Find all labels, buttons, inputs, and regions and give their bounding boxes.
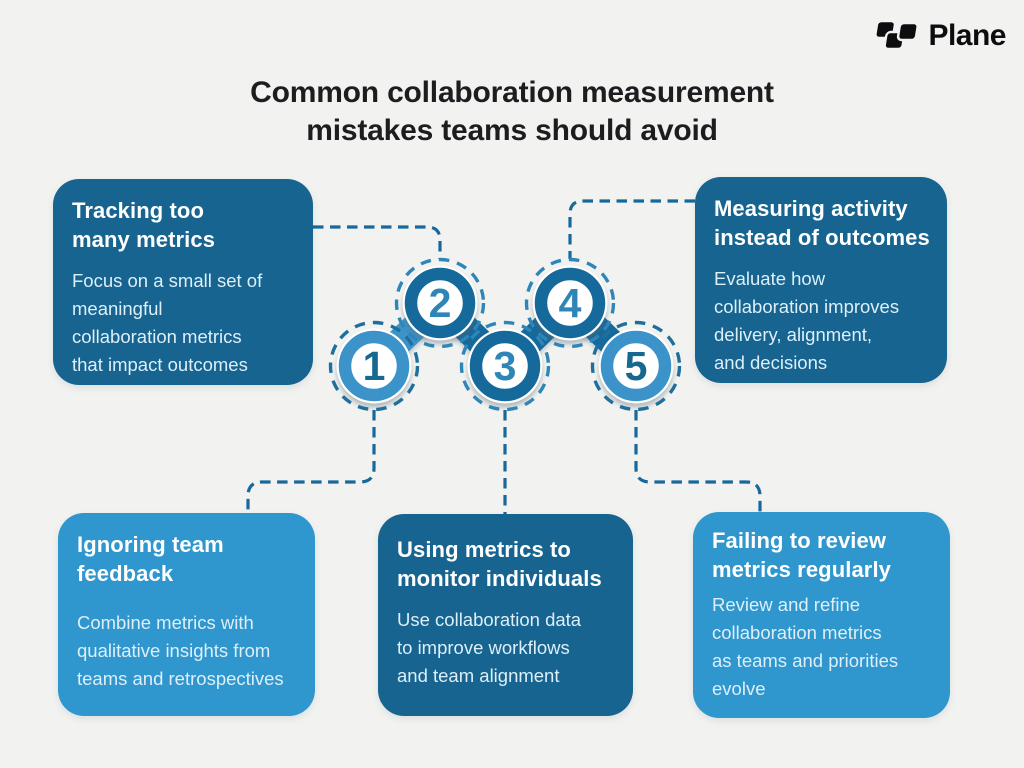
card-body-line: Use collaboration data: [397, 609, 582, 630]
card-heading: Ignoring team feedback: [77, 530, 296, 588]
card-body: Focus on a small set of meaningful colla…: [72, 267, 294, 379]
chain-step-1: 1: [328, 320, 420, 412]
step-5-dashed-ring: [590, 320, 682, 412]
card-body-line: and decisions: [714, 352, 828, 373]
card-ignoring-team-feedback: Ignoring team feedback Combine metrics w…: [58, 513, 315, 716]
plane-logo-text: Plane: [928, 19, 1006, 52]
card-heading-line: Measuring activity: [714, 196, 908, 221]
card-heading: Failing to review metrics regularly: [712, 526, 931, 584]
plane-logo: Plane: [873, 18, 1006, 54]
card-tracking-too-many-metrics: Tracking too many metrics Focus on a sma…: [53, 179, 313, 385]
card-body-line: that impact outcomes: [72, 354, 248, 375]
card-body-line: as teams and priorities: [712, 650, 899, 671]
logo-tile-3: [897, 21, 920, 42]
connector-step1-card3: [246, 410, 376, 513]
step-1-ring: [338, 330, 410, 402]
card-heading-line: Ignoring team: [77, 532, 224, 557]
card-heading: Tracking too many metrics: [72, 196, 294, 254]
chain-step-2: 2: [394, 257, 486, 349]
card-heading-line: Using metrics to: [397, 537, 571, 562]
step-2-number: 2: [429, 280, 452, 326]
card-body-line: collaboration metrics: [712, 622, 882, 643]
connector-card1-step2: [313, 225, 442, 259]
step-3-ring: [469, 330, 541, 402]
step-1-dashed-ring: [328, 320, 420, 412]
card-body-line: to improve workflows: [397, 637, 570, 658]
card-body-line: Focus on a small set of: [72, 270, 263, 291]
card-body: Use collaboration data to improve workfl…: [397, 606, 614, 690]
chain-step-5: 5: [590, 320, 682, 412]
step-4-number: 4: [559, 280, 582, 326]
plane-logo-icon: [874, 19, 920, 51]
card-body: Evaluate how collaboration improves deli…: [714, 265, 928, 377]
step-2-dashed-ring: [394, 257, 486, 349]
page-title-line-2: mistakes teams should avoid: [306, 114, 718, 147]
step-3-dashed-ring: [459, 320, 551, 412]
card-body-line: evolve: [712, 678, 766, 699]
card-heading: Measuring activity instead of outcomes: [714, 194, 930, 252]
step-5-ring: [600, 330, 672, 402]
card-body: Review and refine collaboration metrics …: [712, 591, 931, 703]
step-4-ring: [534, 267, 606, 339]
card-heading-line: instead of outcomes: [714, 225, 930, 250]
step-1-number: 1: [363, 343, 386, 389]
connector-card2-step4: [568, 199, 695, 259]
card-body-line: qualitative insights from: [77, 640, 271, 661]
card-heading-line: monitor individuals: [397, 566, 602, 591]
card-heading-line: many metrics: [72, 227, 216, 252]
card-using-metrics-to-monitor-individuals: Using metrics to monitor individuals Use…: [378, 514, 633, 716]
card-measuring-activity-instead-of-outcomes: Measuring activity instead of outcomes E…: [695, 177, 947, 383]
card-body-line: teams and retrospectives: [77, 668, 284, 689]
page-title-line-1: Common collaboration measurement: [250, 76, 774, 109]
page-title: Common collaboration measurement mistake…: [0, 74, 1024, 150]
card-body-line: Review and refine: [712, 594, 861, 615]
connector-step5-card5: [634, 410, 762, 512]
step-2-ring: [404, 267, 476, 339]
card-failing-to-review-metrics-regularly: Failing to review metrics regularly Revi…: [693, 512, 950, 718]
card-heading-line: metrics regularly: [712, 557, 892, 582]
card-heading-line: Tracking too: [72, 198, 204, 223]
card-heading: Using metrics to monitor individuals: [397, 535, 614, 593]
card-body-line: collaboration metrics: [72, 326, 242, 347]
step-3-number: 3: [494, 343, 517, 389]
card-heading-line: Failing to review: [712, 528, 887, 553]
card-body-line: collaboration improves: [714, 296, 900, 317]
step-5-number: 5: [625, 343, 648, 389]
step-4-dashed-ring: [524, 257, 616, 349]
card-body-line: Combine metrics with: [77, 612, 254, 633]
card-body-line: and team alignment: [397, 665, 560, 686]
card-body: Combine metrics with qualitative insight…: [77, 609, 296, 693]
chain-step-4: 4: [524, 257, 616, 349]
card-body-line: meaningful: [72, 298, 163, 319]
card-body-line: Evaluate how: [714, 268, 826, 289]
chain-step-3: 3: [459, 320, 551, 412]
card-heading-line: feedback: [77, 561, 174, 586]
card-body-line: delivery, alignment,: [714, 324, 873, 345]
